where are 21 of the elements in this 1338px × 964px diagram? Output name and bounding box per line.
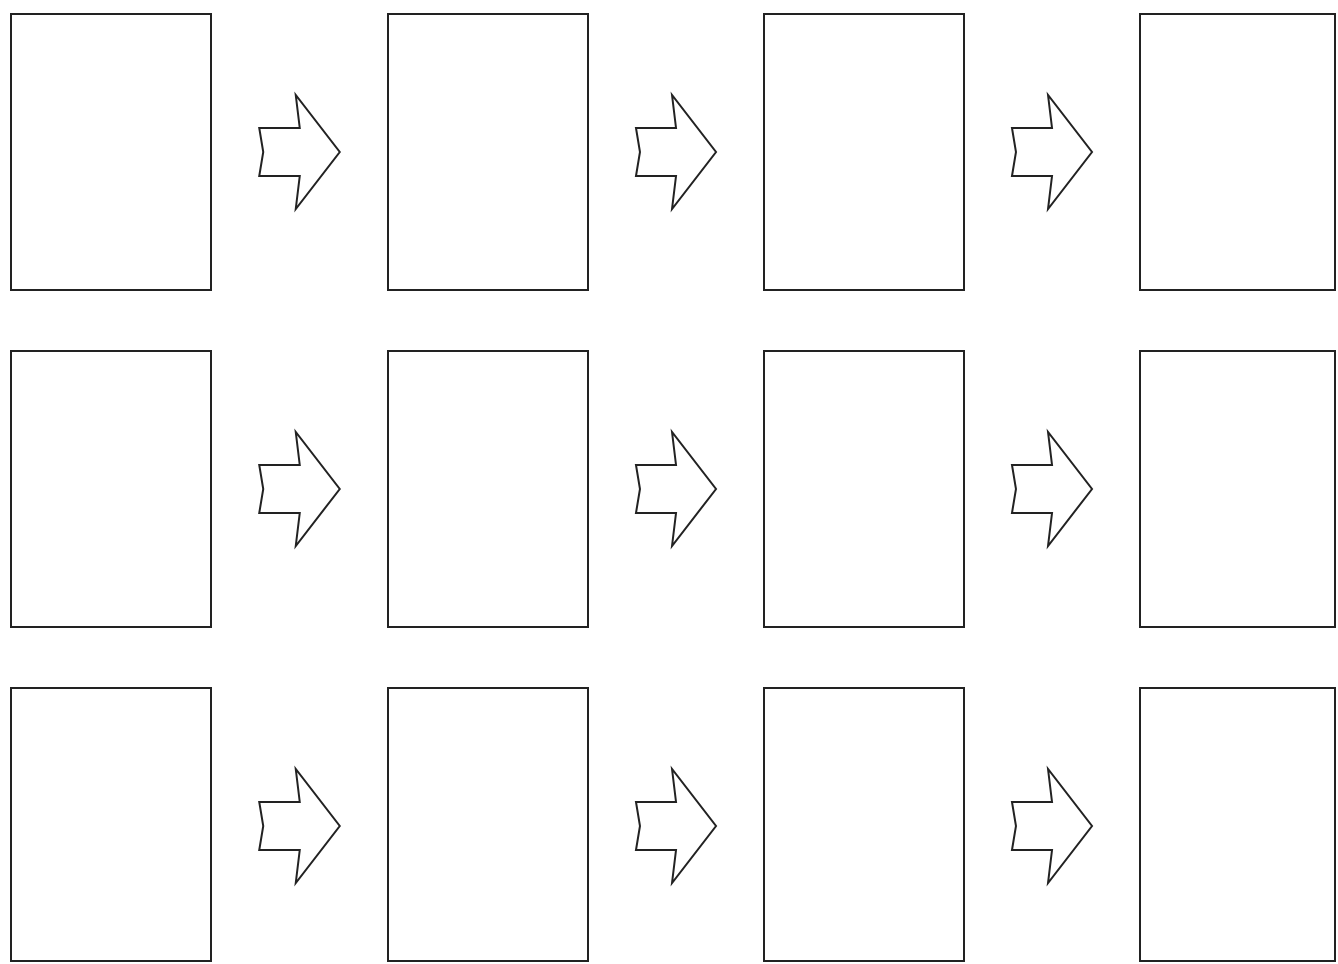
empty-box — [763, 350, 965, 628]
empty-box — [10, 350, 212, 628]
empty-box — [387, 687, 589, 962]
block-arrow — [1010, 428, 1094, 550]
block-arrow — [634, 428, 718, 550]
empty-box — [10, 687, 212, 962]
empty-box — [1139, 13, 1336, 291]
empty-box — [763, 687, 965, 962]
block-arrow — [634, 91, 718, 213]
block-arrow — [258, 91, 341, 213]
block-arrow — [258, 765, 341, 887]
empty-box — [1139, 350, 1336, 628]
block-arrow — [1010, 91, 1094, 213]
empty-box — [387, 13, 589, 291]
block-arrow — [634, 765, 718, 887]
empty-box — [763, 13, 965, 291]
block-arrow — [1010, 765, 1094, 887]
block-arrow — [258, 428, 341, 550]
empty-box — [1139, 687, 1336, 962]
empty-box — [10, 13, 212, 291]
empty-box — [387, 350, 589, 628]
